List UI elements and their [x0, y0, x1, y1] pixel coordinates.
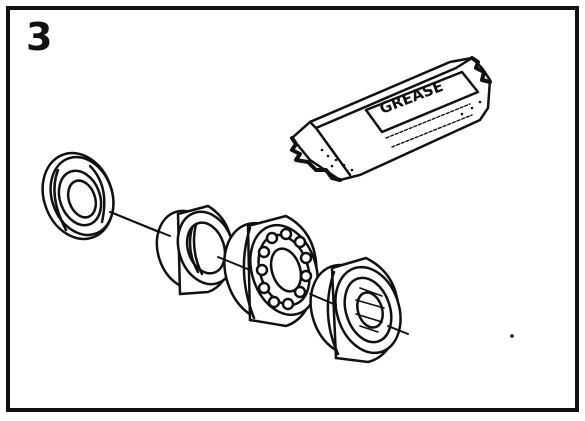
bearing-assembly-diagram: GREASE — [10, 10, 575, 408]
grease-packet: GREASE — [292, 58, 490, 180]
oil-seal — [31, 143, 125, 249]
speck-mark — [511, 335, 513, 337]
illustration-panel: 3 GREASE — [6, 6, 579, 412]
